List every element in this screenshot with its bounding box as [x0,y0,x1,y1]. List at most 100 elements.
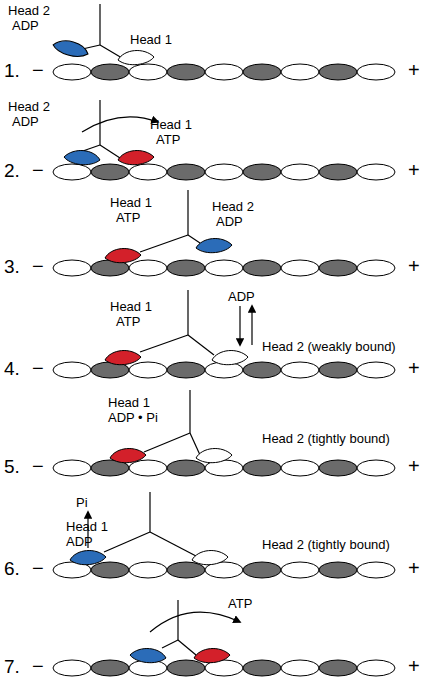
tubulin-subunit [319,362,357,378]
polarity-sign: − [32,255,44,277]
tubulin-subunit [357,362,395,378]
head-label: Head 2 [212,200,254,214]
head-adp [64,151,100,165]
tubulin-subunit [319,64,357,80]
head-adp [196,239,232,253]
tubulin-subunit [91,562,129,578]
tubulin-subunit [357,260,395,276]
nucleotide-label: ADP [12,115,39,129]
tubulin-subunit [319,260,357,276]
tubulin-subunit [129,562,167,578]
tubulin-subunit [319,562,357,578]
head-label: Head 1 [150,118,192,132]
tubulin-subunit [243,164,281,180]
tubulin-subunit [53,460,91,476]
tubulin-subunit [167,660,205,676]
tubulin-subunit [91,164,129,180]
polarity-sign: − [32,159,44,181]
head-adp [130,649,166,663]
tubulin-subunit [243,660,281,676]
nucleotide-label: ADP [216,215,243,229]
tubulin-subunit [129,260,167,276]
state-number: 7. [4,657,20,678]
head-label: Head 2 (tightly bound) [262,432,390,446]
tubulin-subunit [281,64,319,80]
head-label: Head 2 [8,100,50,114]
tubulin-subunit [281,362,319,378]
tubulin-subunit [357,562,395,578]
tubulin-subunit [167,362,205,378]
nucleotide-label: ATP [228,597,252,611]
polarity-sign: − [32,557,44,579]
nucleotide-label: ADP [66,535,93,549]
head-label: Head 1 [130,33,172,47]
tubulin-subunit [91,660,129,676]
state-number: 1. [4,61,20,82]
state-number: 3. [4,257,20,278]
tubulin-subunit [53,660,91,676]
polarity-sign: + [408,455,420,477]
tubulin-subunit [129,164,167,180]
tubulin-subunit [281,660,319,676]
polarity-sign: + [408,655,420,677]
tubulin-subunit [167,164,205,180]
tubulin-subunit [319,660,357,676]
tubulin-subunit [53,362,91,378]
head-empty [196,449,232,463]
head-atp [105,249,141,263]
head-adp [52,38,90,58]
microtubule [53,64,395,676]
tubulin-subunit [91,64,129,80]
head-label: Head 1 [66,520,108,534]
head-label: Head 1 [108,396,150,410]
state-number: 5. [4,457,20,478]
head-label: Head 2 (tightly bound) [262,538,390,552]
head-empty [192,551,228,565]
head-label: Head 1 [110,196,152,210]
tubulin-subunit [243,64,281,80]
head-label: Head 1 [110,300,152,314]
head-empty [212,351,248,365]
tubulin-subunit [319,164,357,180]
tubulin-subunit [167,64,205,80]
tubulin-subunit [243,562,281,578]
nucleotide-label: ATP [156,133,180,147]
polarity-sign: − [32,59,44,81]
head-label: Head 2 [8,4,50,18]
tubulin-subunit [281,460,319,476]
polarity-sign: − [32,655,44,677]
tubulin-subunit [167,460,205,476]
polarity-sign: + [408,557,420,579]
state-number: 4. [4,359,20,380]
tubulin-subunit [281,562,319,578]
nucleotide-label: ATP [116,211,140,225]
polarity-sign: + [408,255,420,277]
head-adp-pi [110,449,146,463]
head-atp [118,151,154,165]
tubulin-subunit [129,460,167,476]
polarity-sign: − [32,455,44,477]
tubulin-subunit [357,64,395,80]
tubulin-subunit [53,164,91,180]
tubulin-subunit [243,362,281,378]
tubulin-subunit [243,460,281,476]
nucleotide-label: ADP • Pi [108,411,158,425]
tubulin-subunit [167,260,205,276]
polarity-sign: + [408,59,420,81]
tubulin-subunit [281,164,319,180]
tubulin-subunit [129,362,167,378]
nucleotide-label: ATP [116,315,140,329]
tubulin-subunit [53,64,91,80]
polarity-sign: − [32,357,44,379]
state-number: 6. [4,559,20,580]
tubulin-subunit [357,460,395,476]
tubulin-subunit [319,460,357,476]
state-number: 2. [4,161,20,182]
tubulin-subunit [205,164,243,180]
head-empty [118,51,154,65]
tubulin-subunit [281,260,319,276]
tubulin-subunit [205,64,243,80]
head-atp [194,649,230,663]
nucleotide-label: ADP [12,19,39,33]
polarity-sign: + [408,357,420,379]
